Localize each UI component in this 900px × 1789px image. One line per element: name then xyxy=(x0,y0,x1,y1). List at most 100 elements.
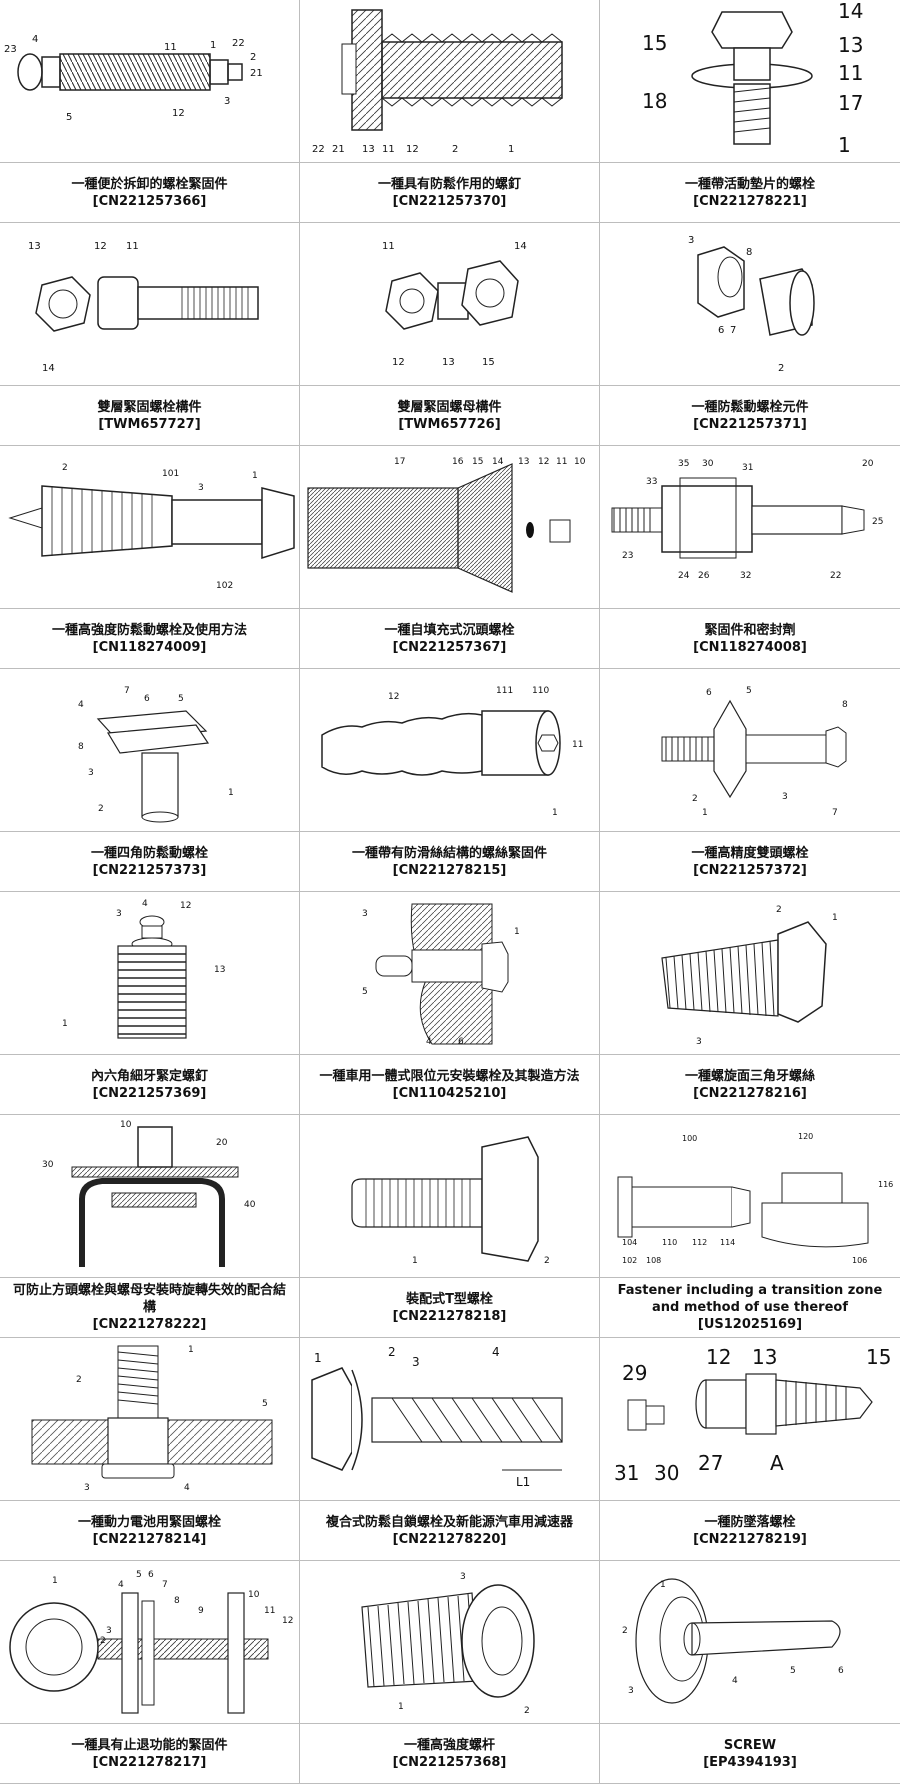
callout-label: 3 xyxy=(198,483,204,493)
patent-caption: SCREW[EP4394193] xyxy=(600,1724,900,1784)
patent-caption: 一種動力電池用緊固螺栓[CN221278214] xyxy=(0,1501,300,1561)
callout-label: 3 xyxy=(688,235,694,246)
transition-fastener-drawing: 100 120 104 110 112 114 102 108 106 116 xyxy=(600,1115,900,1278)
callout-label: 13 xyxy=(362,144,375,155)
callout-label: 11 xyxy=(572,740,583,750)
patent-caption: 一種防墜落螺栓[CN221278219] xyxy=(600,1501,900,1561)
socket-cap-drawing: 3 8 6 7 2 xyxy=(600,223,900,386)
callout-label: 3 xyxy=(84,1483,90,1493)
stud-bolt-drawing: 6 5 8 2 1 3 7 xyxy=(600,669,900,832)
patent-title: SCREW xyxy=(724,1737,776,1754)
callout-label: 18 xyxy=(642,89,667,113)
callout-label: 104 xyxy=(622,1238,637,1247)
patent-title: 一種具有防鬆作用的螺釘 xyxy=(378,176,521,193)
patent-number: [CN221257366] xyxy=(93,193,207,210)
patent-title: 一種自填充式沉頭螺栓 xyxy=(384,622,514,639)
callout-label: 9 xyxy=(198,1606,204,1616)
patent-caption: 一種具有止退功能的緊固件[CN221278217] xyxy=(0,1724,300,1784)
patent-caption: 雙層緊固螺栓構件[TWM657727] xyxy=(0,386,300,446)
callout-label: 24 xyxy=(678,571,690,581)
patent-title: 一種四角防鬆動螺栓 xyxy=(91,845,208,862)
patent-title: 緊固件和密封劑 xyxy=(704,622,795,639)
patent-caption: 緊固件和密封劑[CN118274008] xyxy=(600,609,900,669)
callout-label: 21 xyxy=(332,144,345,155)
callout-label: 8 xyxy=(842,700,848,710)
callout-label: 102 xyxy=(216,581,233,591)
callout-label: 33 xyxy=(646,477,657,487)
callout-label: 12 xyxy=(706,1345,731,1369)
callout-label: 112 xyxy=(692,1238,707,1247)
callout-label: 2 xyxy=(622,1626,628,1636)
bolt-nut-drawing: 13 12 11 14 xyxy=(0,223,300,386)
callout-label: 2 xyxy=(100,1636,106,1646)
callout-label: 1 xyxy=(188,1345,194,1355)
patent-title: 一種防墜落螺栓 xyxy=(704,1514,795,1531)
callout-label: 3 xyxy=(628,1686,634,1696)
set-screw-drawing: 4 3 12 13 1 xyxy=(0,892,300,1055)
callout-label: 1 xyxy=(228,788,234,798)
callout-label: 25 xyxy=(872,517,883,527)
callout-label: 14 xyxy=(514,241,527,252)
callout-label: 30 xyxy=(654,1461,679,1485)
callout-label: 35 xyxy=(678,459,689,469)
patent-number: [CN221257371] xyxy=(693,416,807,433)
antislip-screw-drawing: 12 111 110 11 1 xyxy=(300,669,600,832)
callout-label: 12 xyxy=(180,901,191,911)
callout-label: 2 xyxy=(388,1345,396,1359)
callout-label: 106 xyxy=(852,1256,867,1265)
callout-label: 2 xyxy=(524,1706,530,1716)
plate-bolt-drawing: 7 6 5 4 8 3 2 1 xyxy=(0,669,300,832)
square-bolt-drawing: 10 20 30 40 xyxy=(0,1115,300,1278)
bolt-washer-drawing: 14 15 13 11 18 17 1 xyxy=(600,0,900,163)
callout-label: 3 xyxy=(106,1626,112,1636)
patent-caption: 一種便於拆卸的螺栓緊固件[CN221257366] xyxy=(0,163,300,223)
patent-caption: 一種四角防鬆動螺栓[CN221257373] xyxy=(0,832,300,892)
patent-number: [CN221257372] xyxy=(693,862,807,879)
patent-number: [CN221278217] xyxy=(93,1754,207,1771)
callout-label: 14 xyxy=(492,457,504,467)
callout-label: 20 xyxy=(862,459,874,469)
callout-label: 102 xyxy=(622,1256,637,1265)
callout-label: 110 xyxy=(662,1238,677,1247)
anti-loosen-fastener-drawing: 1 2 3 4 5 6 7 8 9 10 11 12 xyxy=(0,1561,300,1724)
callout-label: 1 xyxy=(398,1702,404,1712)
callout-label: 13 xyxy=(442,357,455,368)
callout-label: 3 xyxy=(116,909,122,919)
patent-title: 一種動力電池用緊固螺栓 xyxy=(78,1514,221,1531)
callout-label: 11 xyxy=(838,61,863,85)
callout-label: 4 xyxy=(732,1676,738,1686)
callout-label: 2 xyxy=(250,52,256,63)
callout-label: 4 xyxy=(32,34,38,45)
sealant-fastener-drawing: 20 35 30 31 33 25 23 24 26 32 22 xyxy=(600,446,900,609)
patent-title: Fastener including a transition zone and… xyxy=(608,1282,892,1316)
patent-number: [CN221257370] xyxy=(393,193,507,210)
patent-title: 一種具有止退功能的緊固件 xyxy=(71,1737,227,1754)
callout-label: 12 xyxy=(538,457,549,467)
callout-label: 1 xyxy=(52,1576,58,1586)
callout-label: 2 xyxy=(692,794,698,804)
callout-label: 110 xyxy=(532,686,549,696)
callout-label: 4 xyxy=(492,1345,500,1359)
callout-label: 21 xyxy=(250,68,263,79)
patent-number: [CN221257369] xyxy=(93,1085,207,1102)
patent-caption: 一種螺旋面三角牙螺絲[CN221278216] xyxy=(600,1055,900,1115)
patent-caption: 一種防鬆動螺栓元件[CN221257371] xyxy=(600,386,900,446)
callout-label: 11 xyxy=(164,42,177,53)
patent-caption: 內六角細牙緊定螺釘[CN221257369] xyxy=(0,1055,300,1115)
callout-label: 5 xyxy=(178,694,184,704)
patent-caption: 一種具有防鬆作用的螺釘[CN221257370] xyxy=(300,163,600,223)
callout-label: 8 xyxy=(746,247,752,258)
callout-label: 15 xyxy=(642,31,667,55)
t-bolt-drawing: 1 2 xyxy=(300,1115,600,1278)
patent-number: [CN221257367] xyxy=(393,639,507,656)
callout-label: 1 xyxy=(702,808,708,818)
callout-label: 12 xyxy=(406,144,419,155)
callout-label: 23 xyxy=(4,44,17,55)
callout-label: 3 xyxy=(224,96,230,107)
callout-label: 11 xyxy=(556,457,567,467)
patent-number: [CN221278216] xyxy=(693,1085,807,1102)
callout-label: 4 xyxy=(142,899,148,909)
callout-label: 8 xyxy=(174,1596,180,1606)
patent-caption: 複合式防鬆自鎖螺栓及新能源汽車用減速器[CN221278220] xyxy=(300,1501,600,1561)
callout-label: 13 xyxy=(838,33,863,57)
